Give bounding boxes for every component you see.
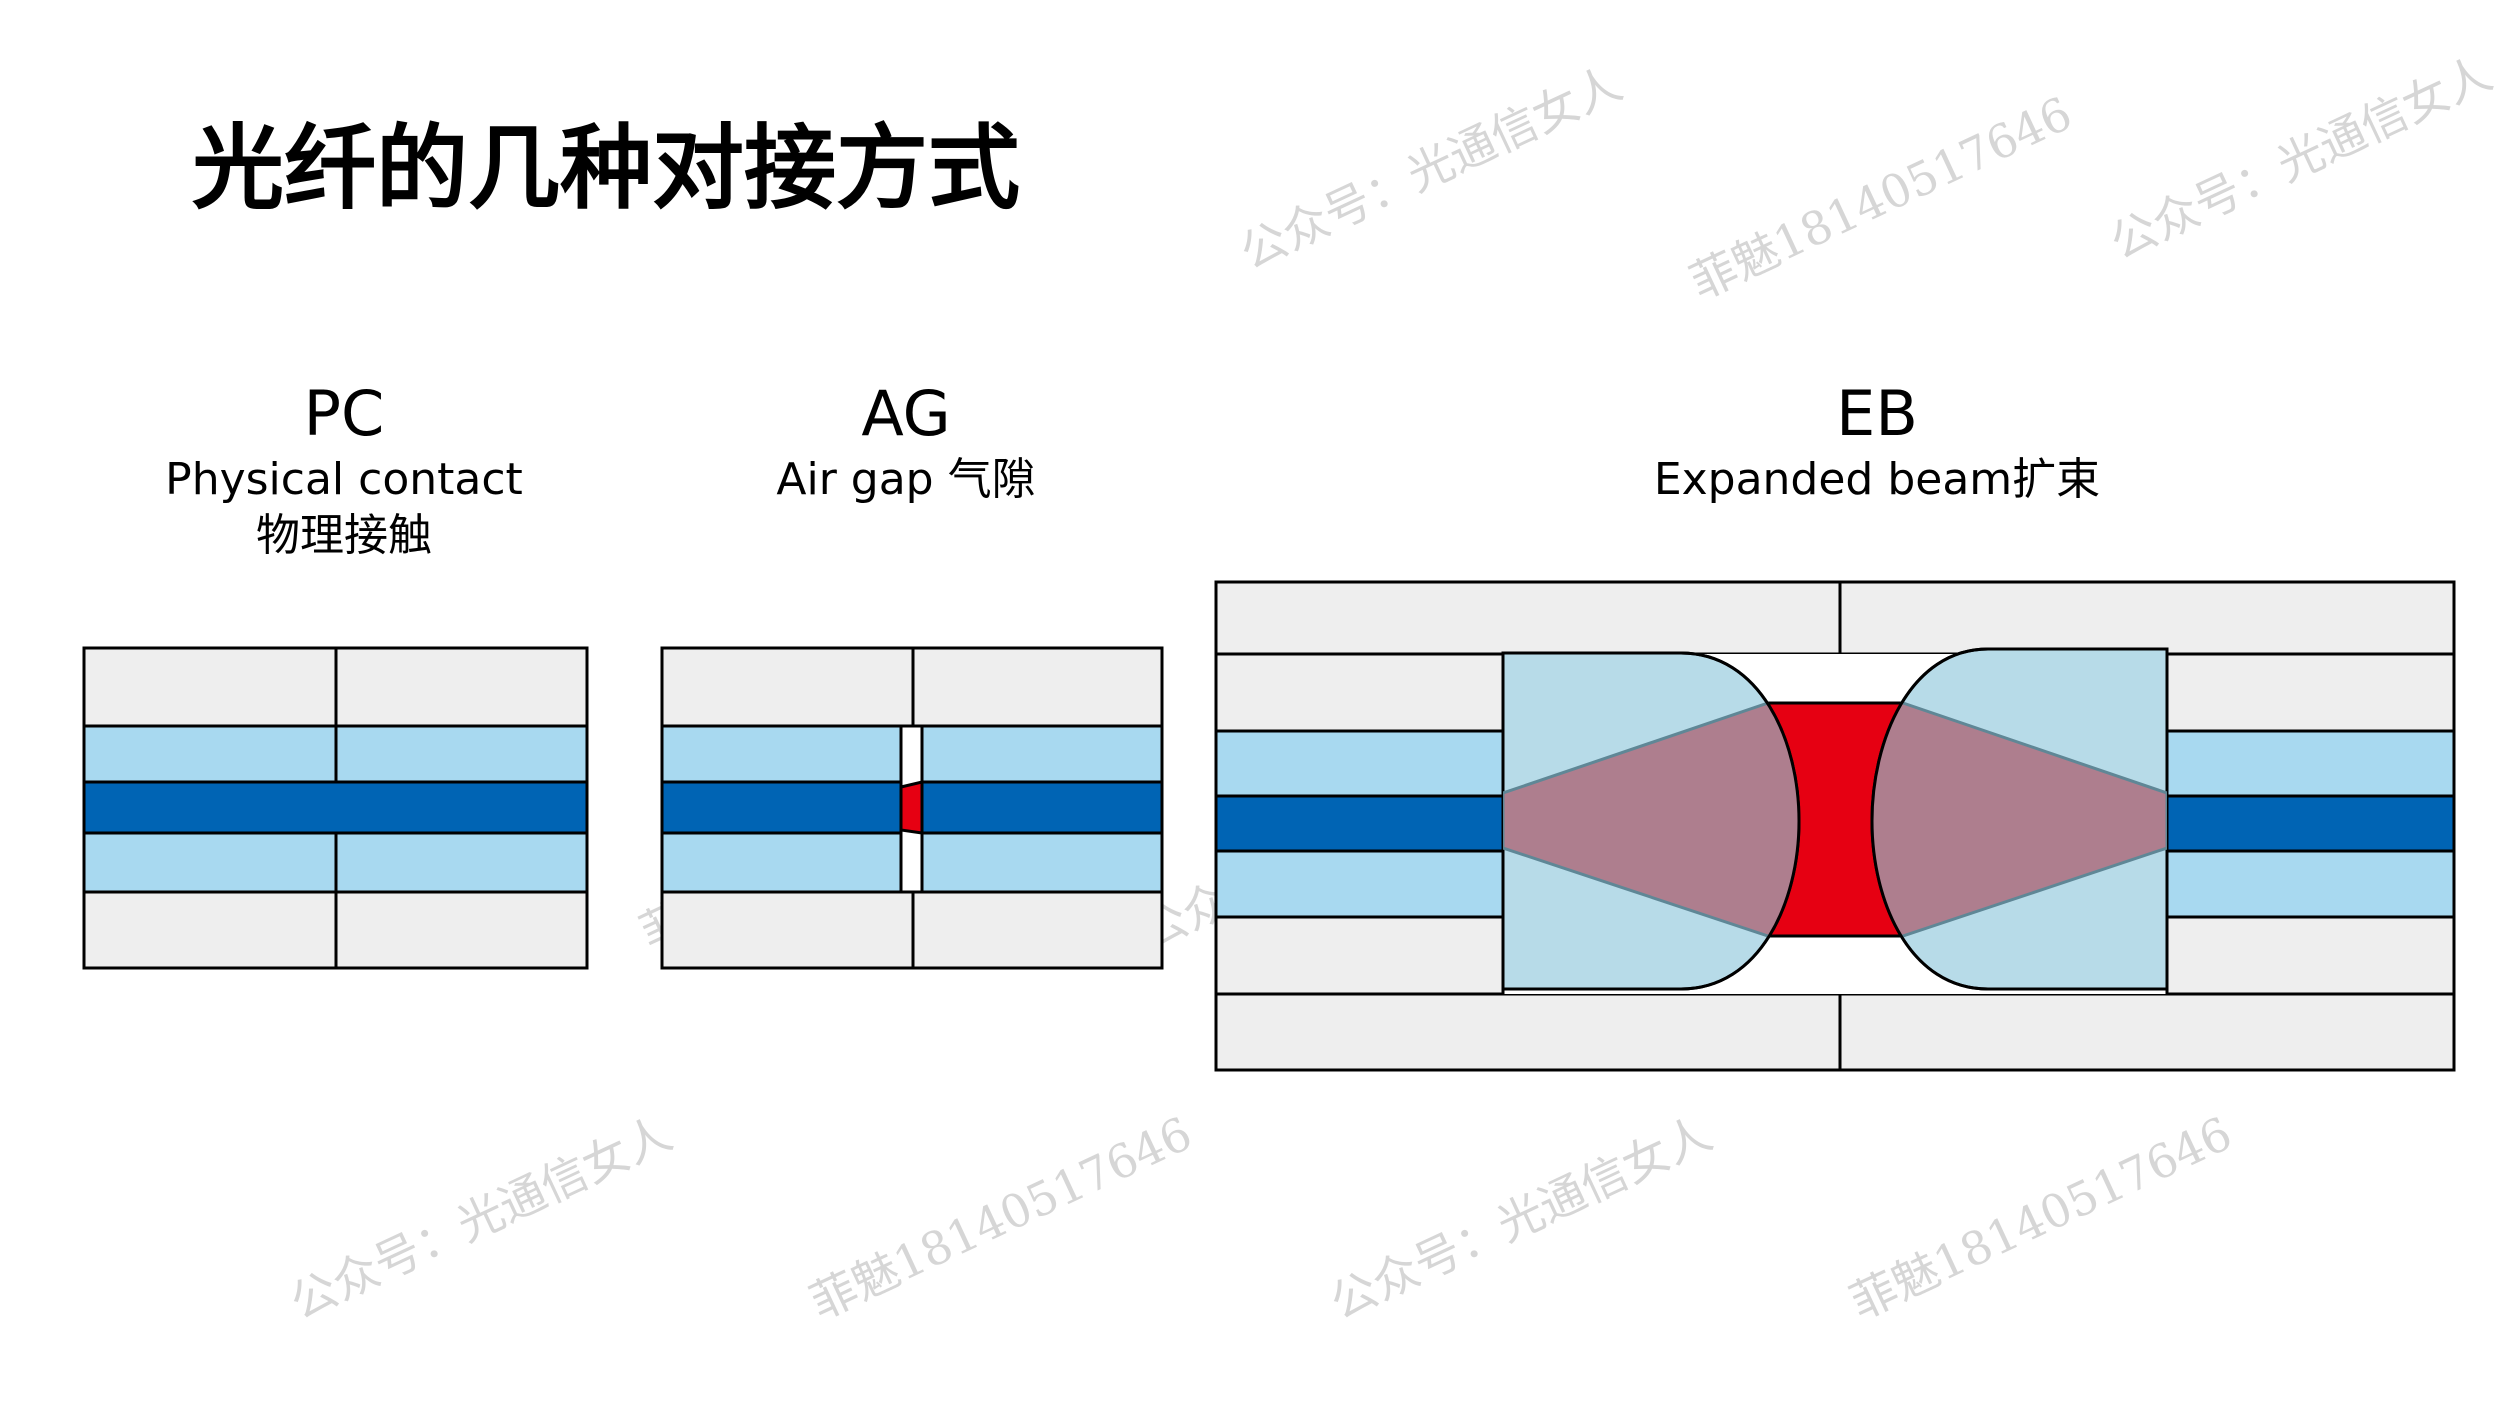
- eb-right-cladding-bottom: [2165, 849, 2456, 919]
- ag-code: AG: [861, 377, 950, 450]
- eb-subtitle: Expanded beam扩束: [1654, 454, 2100, 505]
- pc-subtitle: Physical contact: [165, 454, 523, 505]
- ag-label: AG Air gap 气隙: [776, 377, 1035, 505]
- eb-housing-top: [1214, 580, 2456, 656]
- eb-right-cladding-top: [2165, 729, 2456, 798]
- eb-right-core: [2165, 794, 2456, 853]
- ag-connector-diagram: [660, 646, 1164, 970]
- eb-left-cladding-top: [1214, 729, 1505, 798]
- eb-right-ferrule-top: [2165, 652, 2456, 733]
- eb-right-ferrule-bottom: [2165, 915, 2456, 996]
- pc-subtitle-cn: 物理接触: [256, 510, 432, 561]
- ag-right-cladding-top: [920, 724, 1164, 784]
- ag-left-cladding-top: [660, 724, 903, 784]
- ag-left-cladding-bottom: [660, 831, 903, 894]
- watermark: 公众号：光通信女人: [282, 1106, 680, 1330]
- eb-housing-bottom: [1214, 992, 2456, 1072]
- watermark: 菲魅18140517646: [1842, 1106, 2240, 1330]
- pc-core: [82, 780, 589, 835]
- eb-left-core: [1214, 794, 1505, 853]
- eb-left-ferrule-top: [1214, 652, 1505, 733]
- page-title: 光纤的几种对接方式: [192, 115, 1020, 222]
- watermark: 公众号：光通信女人: [1322, 1106, 1720, 1330]
- watermark: 公众号：光通信女人: [1232, 56, 1630, 280]
- watermark: 菲魅18140517646: [802, 1106, 1200, 1330]
- watermark: 菲魅18140517646: [1682, 86, 2080, 310]
- ag-gap-light: [899, 780, 924, 835]
- eb-code: EB: [1836, 377, 1918, 450]
- pc-code: PC: [304, 377, 385, 450]
- ag-left-core: [660, 780, 903, 835]
- pc-connector-diagram: [82, 646, 589, 970]
- eb-left-cladding-bottom: [1214, 849, 1505, 919]
- eb-left-ferrule-bottom: [1214, 915, 1505, 996]
- eb-connector-diagram: [1214, 580, 2456, 1072]
- eb-label: EB Expanded beam扩束: [1654, 377, 2100, 505]
- eb-right-lens-surface: [1870, 647, 1989, 991]
- watermark: 公众号：光通信女人: [2102, 46, 2500, 270]
- ag-subtitle: Air gap 气隙: [776, 454, 1035, 505]
- ag-right-core: [920, 780, 1164, 835]
- eb-left-lens-surface: [1680, 651, 1801, 991]
- ag-right-cladding-bottom: [920, 831, 1164, 894]
- pc-label: PC Physical contact 物理接触: [165, 377, 523, 561]
